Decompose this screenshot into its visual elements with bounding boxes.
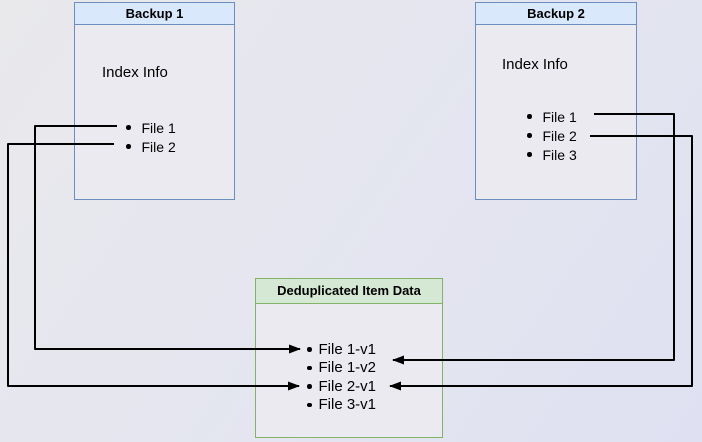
backup2-file-label: File 2 bbox=[542, 127, 577, 144]
dedup-title: Deduplicated Item Data bbox=[256, 279, 442, 304]
bullet-icon bbox=[307, 365, 312, 370]
backup1-file-item: File 1 bbox=[75, 118, 234, 137]
backup2-index-info-label: Index Info bbox=[502, 56, 568, 73]
dedup-file-label: File 1-v2 bbox=[318, 359, 377, 377]
bullet-icon bbox=[527, 114, 532, 119]
dedup-file-item: File 3-v1 bbox=[256, 396, 442, 415]
bullet-icon bbox=[307, 384, 312, 389]
bullet-icon bbox=[307, 347, 312, 352]
backup1-box: Backup 1 Index Info File 1 File 2 bbox=[74, 2, 235, 200]
dedup-file-list: File 1-v1 File 1-v2 File 2-v1 File 3-v1 bbox=[256, 340, 442, 414]
backup2-box: Backup 2 Index Info File 1 File 2 File 3 bbox=[475, 2, 637, 200]
bullet-icon bbox=[527, 152, 532, 157]
backup1-index-info-label: Index Info bbox=[102, 64, 168, 81]
backup1-file-item: File 2 bbox=[75, 137, 234, 156]
backup2-file-label: File 3 bbox=[542, 146, 577, 163]
deduplicated-item-data-box: Deduplicated Item Data File 1-v1 File 1-… bbox=[255, 278, 443, 438]
bullet-icon bbox=[126, 125, 131, 130]
backup1-file-label: File 2 bbox=[141, 138, 176, 155]
dedup-file-item: File 1-v1 bbox=[256, 340, 442, 359]
backup2-file-label: File 1 bbox=[542, 108, 577, 125]
bullet-icon bbox=[126, 144, 131, 149]
backup2-file-item: File 3 bbox=[476, 145, 636, 164]
bullet-icon bbox=[527, 133, 532, 138]
backup1-file-list: File 1 File 2 bbox=[75, 118, 234, 156]
dedup-file-label: File 3-v1 bbox=[318, 396, 377, 414]
backup2-title: Backup 2 bbox=[476, 3, 636, 25]
backup2-file-item: File 1 bbox=[476, 107, 636, 126]
dedup-file-label: File 1-v1 bbox=[318, 340, 377, 358]
bullet-icon bbox=[307, 402, 312, 407]
backup2-file-item: File 2 bbox=[476, 126, 636, 145]
dedup-file-label: File 2-v1 bbox=[318, 377, 377, 395]
backup2-file-list: File 1 File 2 File 3 bbox=[476, 107, 636, 164]
backup1-file-label: File 1 bbox=[141, 119, 176, 136]
dedup-file-item: File 1-v2 bbox=[256, 359, 442, 378]
dedup-file-item: File 2-v1 bbox=[256, 377, 442, 396]
backup1-title: Backup 1 bbox=[75, 3, 234, 25]
